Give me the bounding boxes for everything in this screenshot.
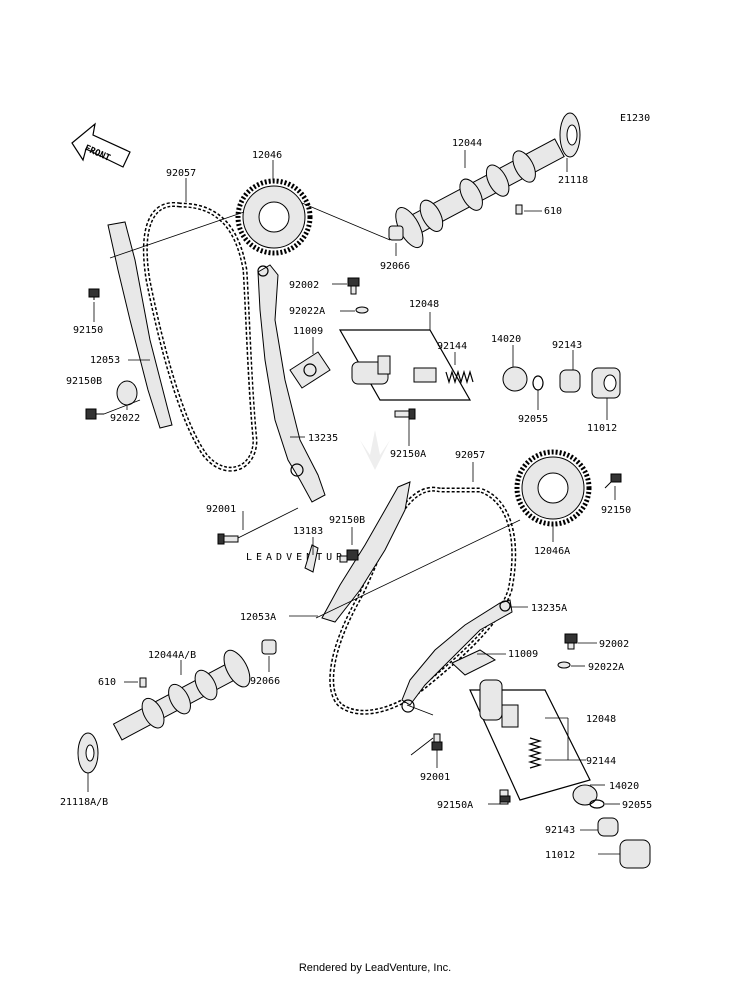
label-92150-lower: 92150 — [601, 505, 631, 516]
oring-92055-lower — [589, 799, 605, 809]
cam-cap-21118 — [559, 112, 581, 158]
label-610: 610 — [544, 206, 562, 217]
label-92022A: 92022A — [289, 306, 325, 317]
tensioner-guide-13235A — [401, 599, 513, 706]
label-92150A: 92150A — [390, 449, 426, 460]
label-12048: 12048 — [409, 299, 439, 310]
label-14020-lower: 14020 — [609, 781, 639, 792]
label-14020: 14020 — [491, 334, 521, 345]
cam-sprocket-12046 — [235, 178, 313, 256]
label-21118AB: 21118A/B — [60, 797, 108, 808]
spring-92144 — [413, 367, 474, 385]
tensioner-body-lower — [479, 679, 519, 728]
label-92144: 92144 — [437, 341, 467, 352]
gasket-11009-lower — [451, 649, 496, 676]
label-12046: 12046 — [252, 150, 282, 161]
label-11009-lower: 11009 — [508, 649, 538, 660]
bolt-92002 — [347, 277, 360, 295]
watermark-logo: LEADVENTURE — [246, 430, 390, 563]
pin-610 — [515, 204, 523, 215]
label-11009: 11009 — [293, 326, 323, 337]
label-92150B: 92150B — [66, 376, 102, 387]
bolt-92150A — [394, 408, 416, 420]
washer-92022A — [355, 306, 369, 314]
camshaft-12044 — [395, 138, 565, 249]
chain-guide-12053 — [107, 221, 173, 429]
label-92057-lower: 92057 — [455, 450, 485, 461]
cap-11012-lower — [619, 839, 651, 869]
label-92055: 92055 — [518, 414, 548, 425]
bolt-92001-lower — [431, 733, 443, 751]
label-610-lower: 610 — [98, 677, 116, 688]
label-92066: 92066 — [380, 261, 410, 272]
gasket-11009 — [289, 351, 331, 389]
bushing-14020 — [502, 366, 528, 392]
label-92150B-lower: 92150B — [329, 515, 365, 526]
label-12046A: 12046A — [534, 546, 570, 557]
pin-610-lower — [139, 677, 147, 688]
label-13183: 13183 — [293, 526, 323, 537]
bolt-92150A-lower — [499, 789, 511, 805]
washer-92022 — [116, 380, 138, 406]
chain-guide-12053A — [321, 481, 411, 623]
bushing-92066 — [388, 225, 404, 241]
bracket-13183 — [304, 544, 319, 573]
label-92143-lower: 92143 — [545, 825, 575, 836]
bushing-92066-lower — [261, 639, 277, 655]
tensioner-guide-13235 — [257, 264, 326, 503]
bolt-92150B-lower — [339, 549, 359, 563]
label-92022A-lower: 92022A — [588, 662, 624, 673]
cam-cap-21118AB — [77, 732, 99, 774]
washer-92022A-lower — [557, 661, 571, 669]
front-arrow-icon: FRONT — [71, 122, 131, 168]
label-12053A: 12053A — [240, 612, 276, 623]
oring-92055 — [532, 375, 544, 391]
plug-92143 — [559, 369, 581, 393]
label-92066-lower: 92066 — [250, 676, 280, 687]
label-92144-lower: 92144 — [586, 756, 616, 767]
label-12053: 12053 — [90, 355, 120, 366]
label-92002-lower: 92002 — [599, 639, 629, 650]
label-92150A-lower: 92150A — [437, 800, 473, 811]
bolt-92150-lower — [604, 473, 622, 489]
label-92001-lower: 92001 — [420, 772, 450, 783]
bolt-92150B — [85, 408, 104, 420]
diagram-code: E1230 — [620, 113, 650, 124]
label-12048-lower: 12048 — [586, 714, 616, 725]
label-11012: 11012 — [587, 423, 617, 434]
leader-lines — [87, 150, 620, 855]
label-92002: 92002 — [289, 280, 319, 291]
label-92055-lower: 92055 — [622, 800, 652, 811]
bolt-92002-lower — [564, 633, 578, 650]
cam-chain-upper — [142, 201, 258, 472]
label-13235: 13235 — [308, 433, 338, 444]
bolt-92001 — [217, 533, 239, 545]
label-92001: 92001 — [206, 504, 236, 515]
tensioner-body — [351, 355, 391, 385]
label-12044: 12044 — [452, 138, 482, 149]
label-21118: 21118 — [558, 175, 588, 186]
label-11012-lower: 11012 — [545, 850, 575, 861]
bushing-14020-lower — [572, 784, 598, 806]
cap-11012 — [591, 367, 621, 399]
front-label: FRONT — [83, 144, 112, 164]
cam-sprocket-12046A — [514, 449, 592, 527]
watermark-text: LEADVENTURE — [246, 552, 356, 563]
label-92057: 92057 — [166, 168, 196, 179]
part-labels: 12046 92057 12044 21118 610 92066 92002 … — [60, 138, 652, 861]
label-13235A: 13235A — [531, 603, 567, 614]
label-12044AB: 12044A/B — [148, 650, 196, 661]
plug-92143-lower — [597, 817, 619, 837]
label-92143: 92143 — [552, 340, 582, 351]
footer-credit: Rendered by LeadVenture, Inc. — [298, 962, 452, 974]
camshaft-12044AB — [112, 649, 251, 741]
bolt-92150 — [88, 288, 100, 300]
spring-92144-lower — [527, 737, 543, 769]
label-92022: 92022 — [110, 413, 140, 424]
tensioner-box-12048-lower — [469, 689, 591, 801]
label-92150: 92150 — [73, 325, 103, 336]
